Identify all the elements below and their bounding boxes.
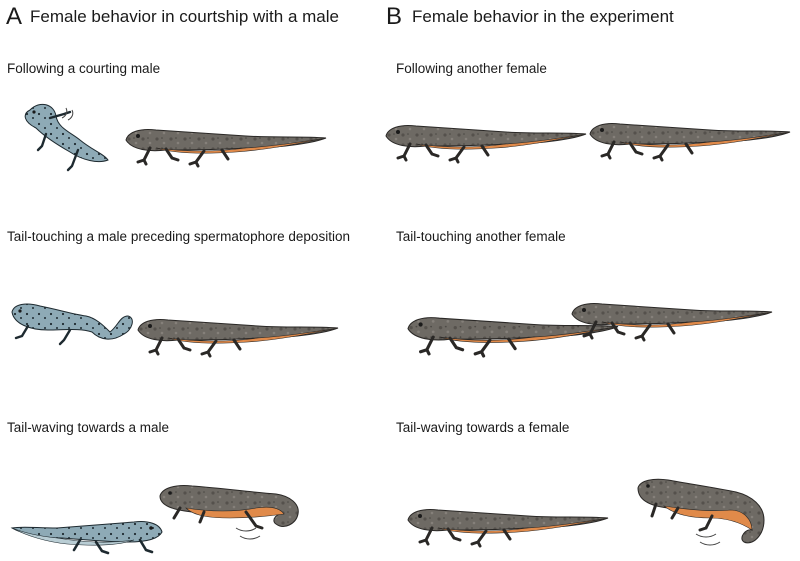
a3-female-newt bbox=[159, 485, 299, 540]
b1-female-newt-back bbox=[588, 121, 792, 162]
b3-female-newt-waving bbox=[637, 478, 765, 546]
label-b-following: Following another female bbox=[396, 61, 547, 76]
label-a-tail-touching: Tail-touching a male preceding spermatop… bbox=[7, 229, 350, 244]
panel-b-title: Female behavior in the experiment bbox=[412, 7, 674, 26]
a2-female-newt bbox=[136, 317, 340, 358]
a1-male-newt bbox=[24, 103, 109, 172]
panel-b-letter: B bbox=[386, 3, 403, 30]
label-b-tail-touching: Tail-touching another female bbox=[396, 229, 566, 244]
label-a-following: Following a courting male bbox=[7, 61, 161, 76]
label-a-tail-waving: Tail-waving towards a male bbox=[7, 420, 170, 435]
panel-a-letter: A bbox=[6, 3, 23, 30]
a2-male-newt bbox=[11, 303, 133, 346]
label-b-tail-waving: Tail-waving towards a female bbox=[396, 420, 570, 435]
panel-a-title: Female behavior in courtship with a male bbox=[30, 7, 339, 26]
a1-female-newt bbox=[124, 127, 328, 168]
b3-female-newt-receiver bbox=[406, 507, 610, 548]
b2-female-newt-back bbox=[570, 301, 774, 342]
b1-female-newt-front bbox=[384, 123, 588, 164]
a3-male-newt bbox=[10, 520, 164, 555]
